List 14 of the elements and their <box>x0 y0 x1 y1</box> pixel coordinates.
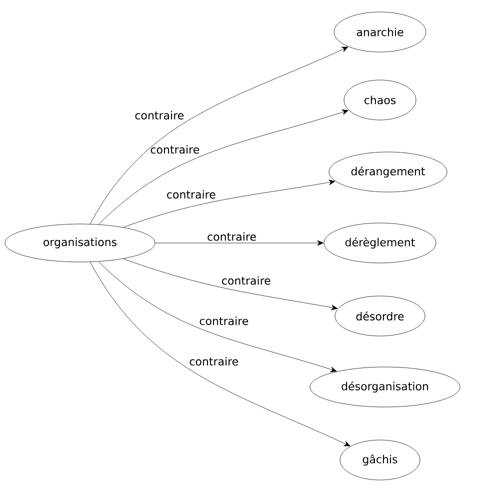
edge-label: contraire <box>135 110 184 120</box>
edge-label: contraire <box>200 316 248 326</box>
arrow <box>122 258 338 310</box>
arrow <box>98 261 337 372</box>
edge-label: contraire <box>167 190 216 199</box>
edge-label: contraire <box>208 232 256 241</box>
arrow <box>90 262 350 446</box>
edge-label: contraire <box>190 357 238 366</box>
arrow <box>155 240 324 246</box>
arrow <box>98 110 348 225</box>
edge-label: contraire <box>222 276 270 285</box>
arrow <box>122 180 336 228</box>
edge-label: contraire <box>150 145 200 154</box>
arrow <box>90 46 348 224</box>
